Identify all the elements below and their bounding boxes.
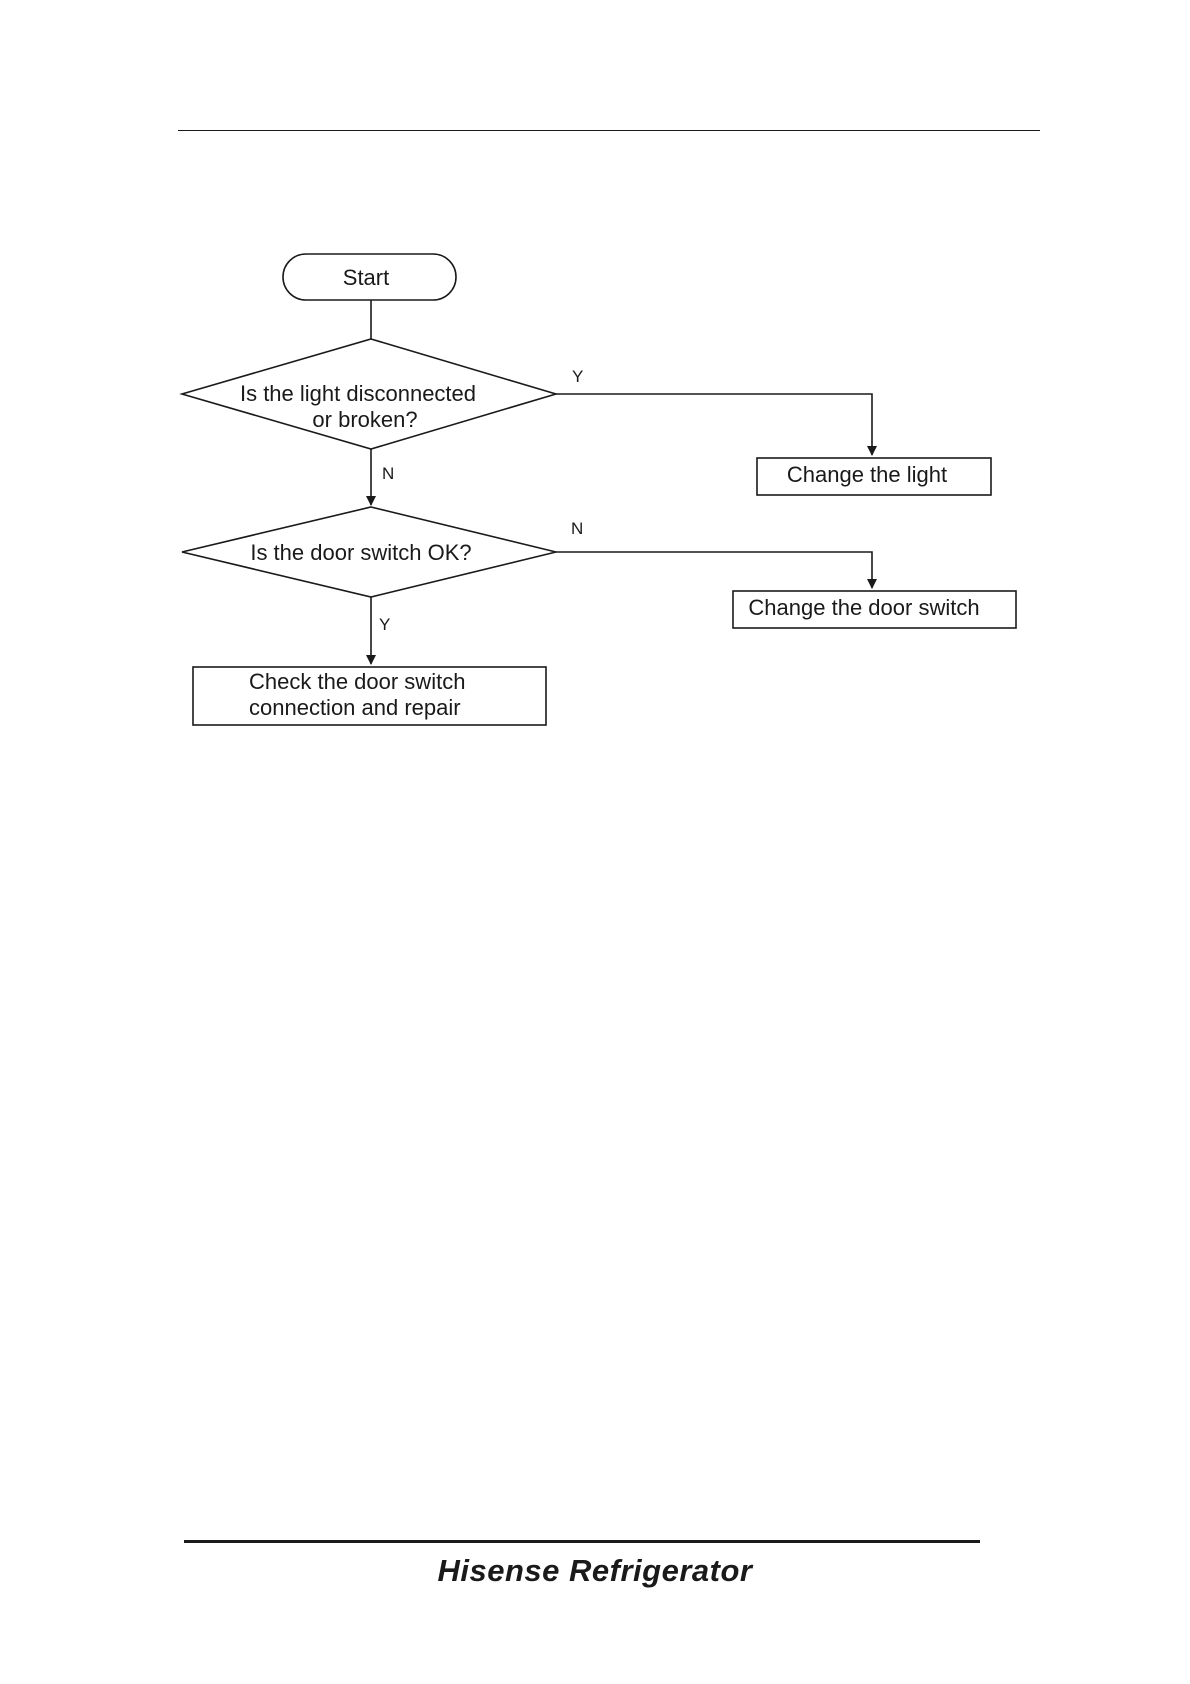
start-node: Start bbox=[283, 254, 456, 300]
edge-label-light-yes: Y bbox=[572, 367, 583, 386]
process-change-door-label: Change the door switch bbox=[748, 595, 979, 620]
decision-light-broken: Is the light disconnected or broken? bbox=[182, 339, 556, 449]
footer-rule bbox=[184, 1540, 980, 1543]
start-label: Start bbox=[343, 265, 389, 290]
process-check-door-label-line1: Check the door switch bbox=[249, 669, 465, 694]
edge-light-yes bbox=[556, 394, 872, 455]
process-change-door-switch: Change the door switch bbox=[733, 591, 1016, 628]
edge-label-door-yes: Y bbox=[379, 615, 390, 634]
decision-door-switch-ok: Is the door switch OK? bbox=[182, 507, 556, 597]
edge-door-no bbox=[556, 552, 872, 588]
decision-light-label-line1: Is the light disconnected bbox=[240, 381, 476, 406]
decision-door-label: Is the door switch OK? bbox=[250, 540, 471, 565]
decision-light-label-line2: or broken? bbox=[312, 407, 417, 432]
footer-brand-logo: Hisense Refrigerator bbox=[0, 1553, 1190, 1589]
process-check-door-switch: Check the door switch connection and rep… bbox=[193, 667, 546, 725]
edge-label-light-no: N bbox=[382, 464, 394, 483]
process-change-light-label: Change the light bbox=[787, 462, 947, 487]
edge-label-door-no: N bbox=[571, 519, 583, 538]
process-change-light: Change the light bbox=[757, 458, 991, 495]
process-check-door-label-line2: connection and repair bbox=[249, 695, 461, 720]
